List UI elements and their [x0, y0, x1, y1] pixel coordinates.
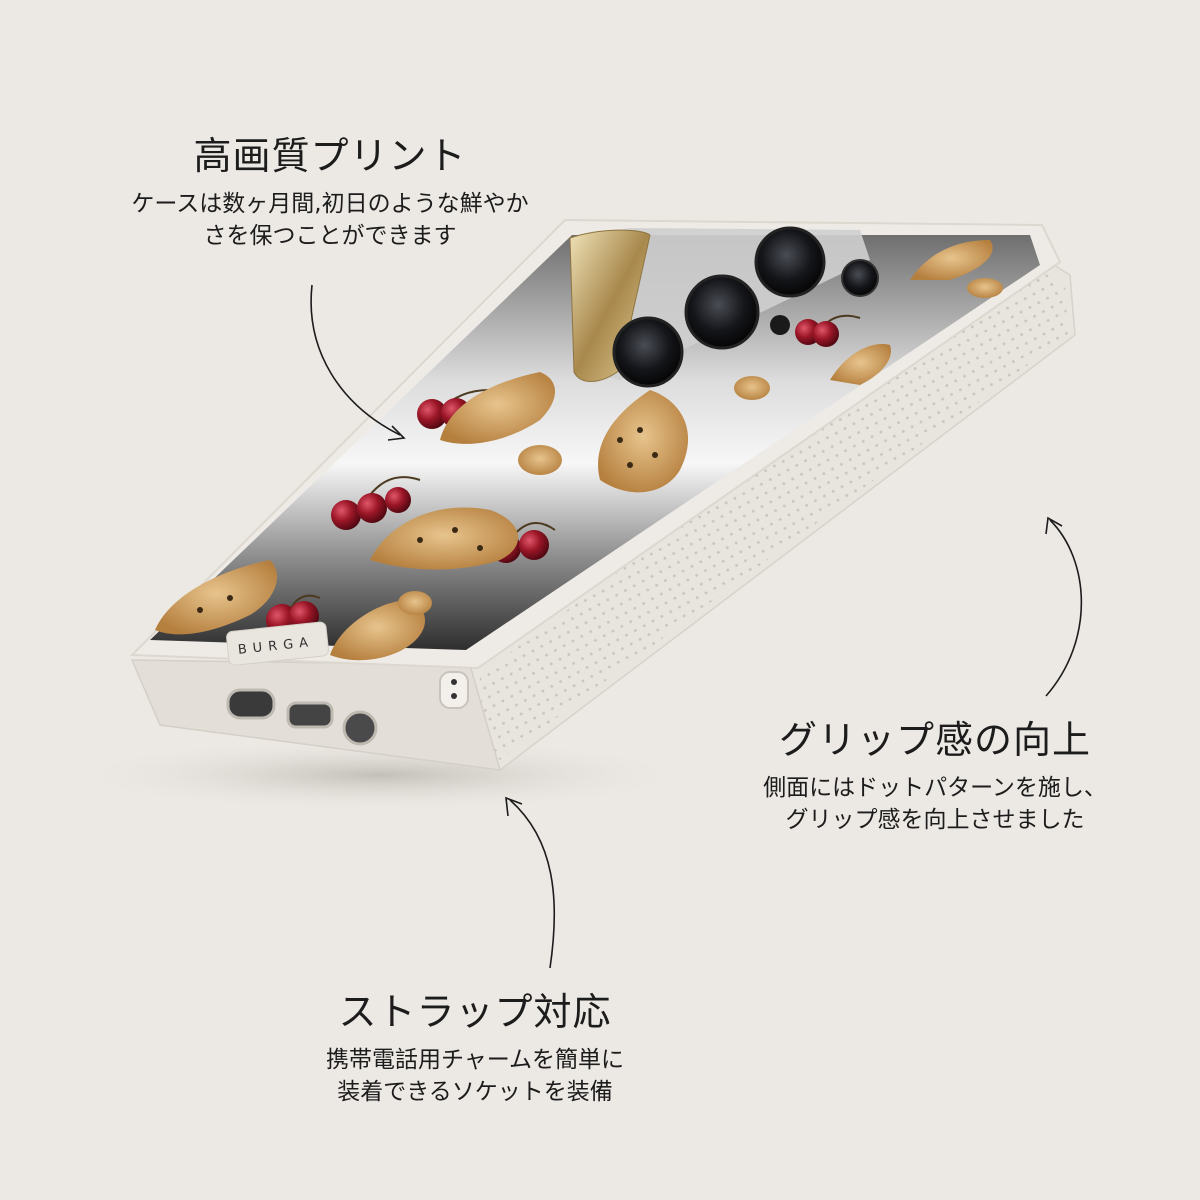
callout-description: ケースは数ヶ月間,初日のような鮮やか さを保つことができます — [131, 190, 529, 250]
cheetah-motif-6 — [830, 240, 1003, 385]
brand-tab: BURGA — [226, 621, 329, 666]
arrow-print — [310, 284, 406, 441]
floor-shadow — [60, 737, 700, 813]
arrow-strap — [505, 796, 556, 969]
callout-title: ストラップ対応 — [338, 990, 612, 1034]
cherry-motif-3 — [331, 476, 421, 530]
callout-description: 携帯電話用チャームを簡単に 装着できるソケットを装備 — [325, 1046, 625, 1106]
callout-description: 側面にはドットパターンを施し、 グリップ感を向上させました — [763, 774, 1107, 834]
callout-strap-compatible: ストラップ対応 携帯電話用チャームを簡単に 装着できるソケットを装備 — [220, 990, 730, 1109]
cheetah-motif-2 — [370, 445, 562, 570]
cheetah-motif-4 — [155, 560, 278, 635]
camera-module — [569, 226, 879, 388]
callout-title: 高画質プリント — [193, 134, 467, 178]
charging-port-cutouts — [226, 688, 378, 746]
cheetah-motif-1 — [598, 376, 770, 493]
callout-high-quality-print: 高画質プリント ケースは数ヶ月間,初日のような鮮やか さを保つことができます — [40, 134, 620, 253]
grip-dot-pattern — [478, 265, 1068, 760]
camera-lens-1 — [754, 226, 826, 298]
cheetah-motif-3 — [440, 372, 555, 444]
camera-lens-3 — [612, 316, 684, 388]
arrow-grip — [1045, 516, 1083, 697]
camera-lens-2 — [684, 274, 760, 350]
cheetah-motif-5 — [330, 591, 432, 661]
cherry-motif-1 — [795, 314, 861, 347]
strap-socket — [439, 671, 469, 709]
callout-title: グリップ感の向上 — [778, 718, 1091, 762]
callout-improved-grip: グリップ感の向上 側面にはドットパターンを施し、 グリップ感を向上させました — [700, 718, 1170, 837]
